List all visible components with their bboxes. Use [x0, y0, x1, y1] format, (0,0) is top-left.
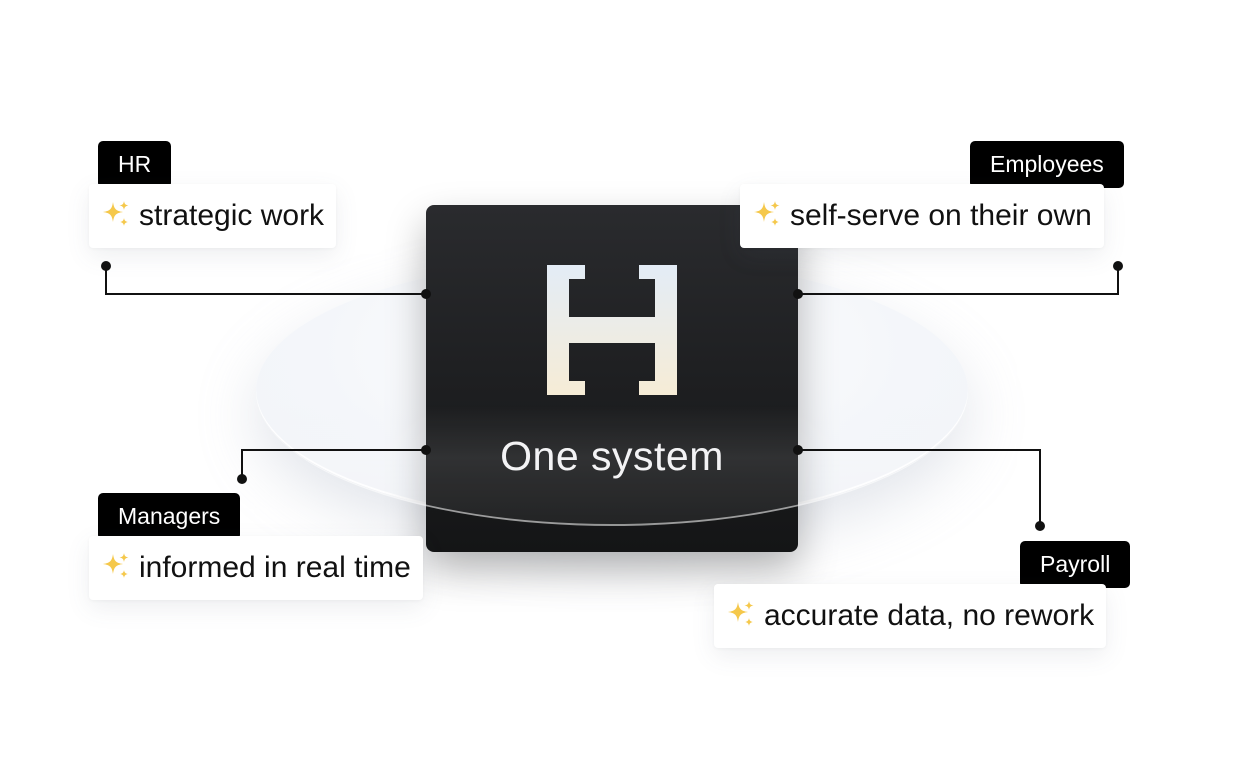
employees-card: self-serve on their own — [740, 184, 1104, 248]
hr-tag: HR — [98, 141, 172, 188]
employees-benefit-text: self-serve on their own — [790, 199, 1092, 232]
sparkles-icon — [103, 553, 129, 578]
connector-managers — [241, 449, 426, 479]
connector-hr — [105, 266, 426, 295]
sparkles-icon — [754, 201, 780, 226]
managers-tag: Managers — [98, 493, 241, 540]
hr-card: strategic work — [89, 184, 337, 248]
payroll-tag: Payroll — [1020, 541, 1131, 588]
core-system-card: One system — [426, 205, 798, 552]
bracket-h-logo-icon — [547, 265, 677, 395]
core-title: One system — [500, 433, 724, 479]
connector-dot — [1113, 261, 1123, 271]
managers-benefit-text: informed in real time — [139, 551, 411, 584]
hr-benefit-text: strategic work — [139, 199, 325, 232]
connector-employees — [798, 266, 1119, 295]
connector-dot — [421, 445, 431, 455]
connector-payroll — [798, 449, 1041, 526]
connector-dot — [793, 445, 803, 455]
employees-tag: Employees — [970, 141, 1124, 188]
connector-dot — [421, 289, 431, 299]
connector-dot — [237, 474, 247, 484]
connector-dot — [1035, 521, 1045, 531]
payroll-card: accurate data, no rework — [714, 584, 1107, 648]
connector-dot — [793, 289, 803, 299]
sparkles-icon — [103, 201, 129, 226]
connector-dot — [101, 261, 111, 271]
sparkles-icon — [728, 601, 754, 626]
managers-card: informed in real time — [89, 536, 423, 600]
payroll-benefit-text: accurate data, no rework — [764, 599, 1095, 632]
